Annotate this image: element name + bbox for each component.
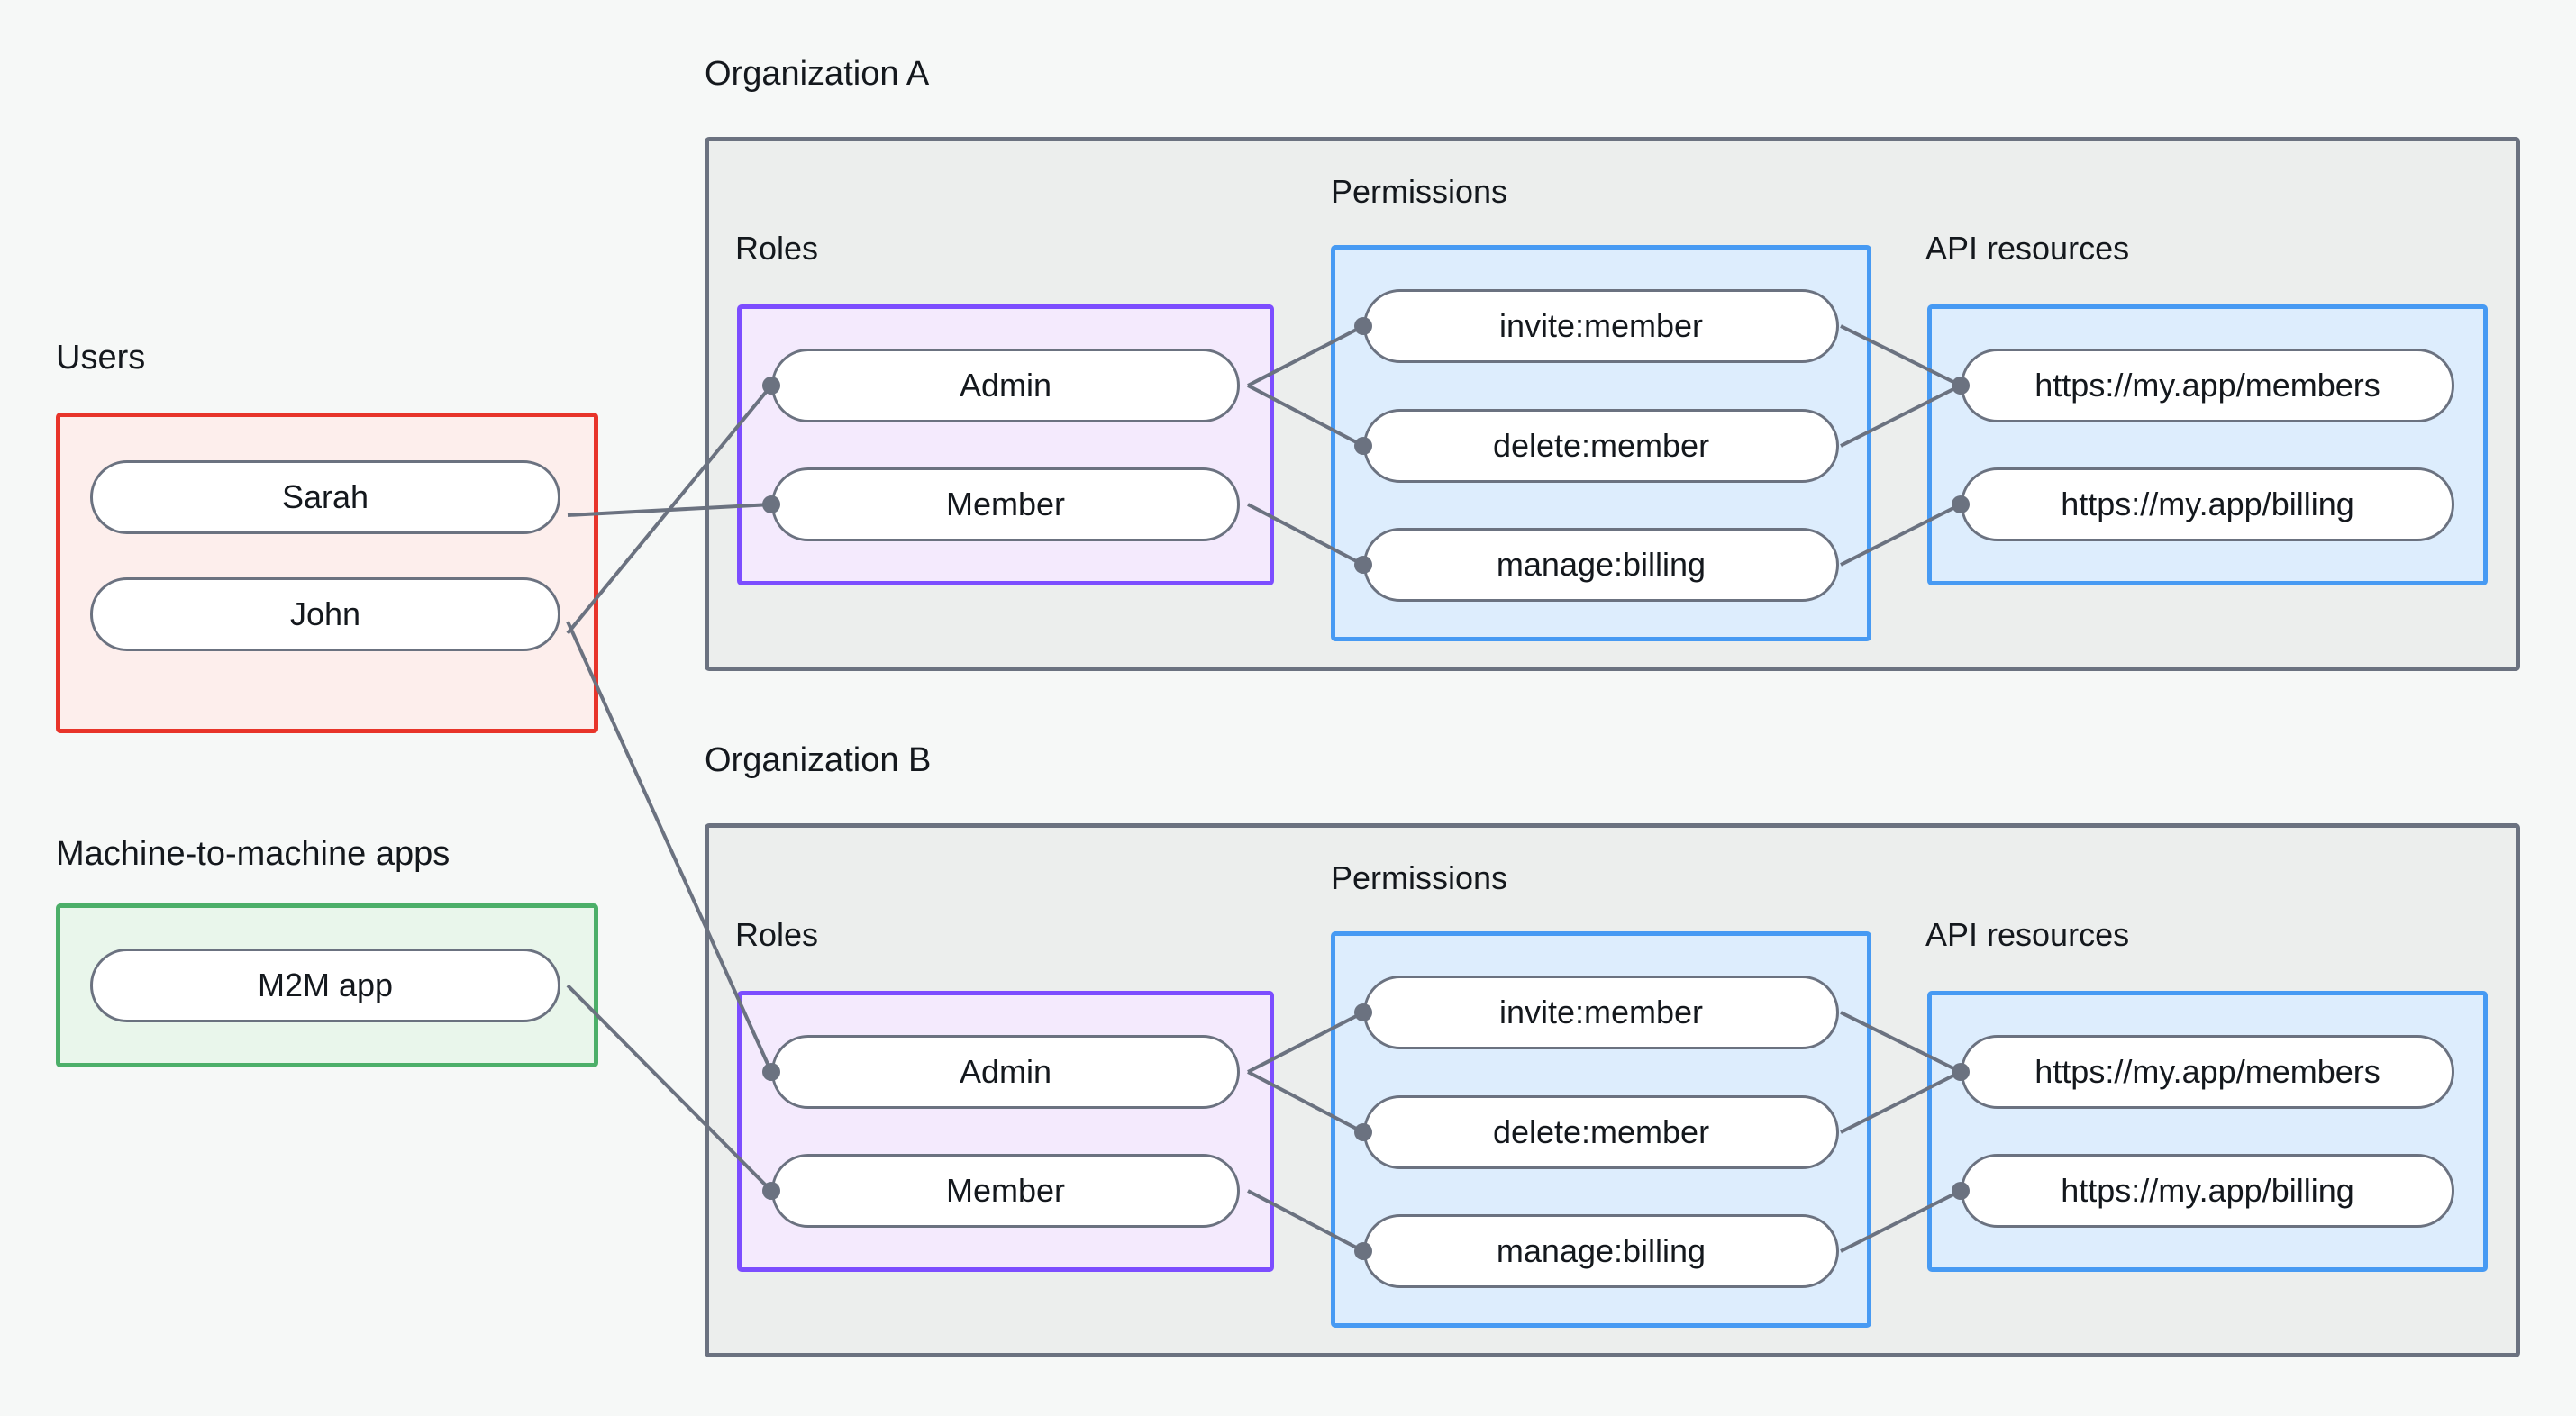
- org-a-role-pill-admin[interactable]: Admin: [771, 349, 1240, 422]
- anchor-dot: [1354, 556, 1372, 574]
- org-b-api-pill-billing[interactable]: https://my.app/billing: [1961, 1154, 2454, 1228]
- org-b-api-resources-label: API resources: [1925, 916, 2130, 953]
- org-a-role-pill-member[interactable]: Member: [771, 467, 1240, 541]
- anchor-dot: [762, 377, 780, 395]
- org-a-roles-label: Roles: [735, 230, 819, 267]
- org-b-role-pill-admin[interactable]: Admin: [771, 1035, 1240, 1109]
- m2m-group-label: Machine-to-machine apps: [56, 835, 451, 873]
- org-b-roles-box: [737, 991, 1274, 1272]
- anchor-dot: [1354, 1123, 1372, 1141]
- org-a-api-resources-box: [1927, 304, 2488, 585]
- user-pill-john[interactable]: John: [90, 577, 560, 651]
- anchor-dot: [1354, 1003, 1372, 1021]
- anchor-dot: [762, 1182, 780, 1200]
- org-b-roles-label: Roles: [735, 916, 819, 953]
- anchor-dot: [762, 495, 780, 513]
- org-b-label: Organization B: [705, 741, 932, 779]
- org-a-permission-pill-delete-member[interactable]: delete:member: [1363, 409, 1839, 483]
- org-a-roles-box: [737, 304, 1274, 585]
- org-a-api-resources-label: API resources: [1925, 230, 2130, 267]
- anchor-dot: [762, 1063, 780, 1081]
- org-b-api-pill-members[interactable]: https://my.app/members: [1961, 1035, 2454, 1109]
- org-a-api-pill-members[interactable]: https://my.app/members: [1961, 349, 2454, 422]
- org-a-permission-pill-manage-billing[interactable]: manage:billing: [1363, 528, 1839, 602]
- org-b-role-pill-member[interactable]: Member: [771, 1154, 1240, 1228]
- org-a-permission-pill-invite-member[interactable]: invite:member: [1363, 289, 1839, 363]
- org-a-permissions-label: Permissions: [1331, 173, 1508, 210]
- org-a-api-pill-billing[interactable]: https://my.app/billing: [1961, 467, 2454, 541]
- org-b-permission-pill-manage-billing[interactable]: manage:billing: [1363, 1214, 1839, 1288]
- anchor-dot: [1354, 1242, 1372, 1260]
- org-a-label: Organization A: [705, 55, 930, 93]
- anchor-dot: [1354, 317, 1372, 335]
- anchor-dot: [1952, 377, 1970, 395]
- org-b-api-resources-box: [1927, 991, 2488, 1272]
- anchor-dot: [1354, 437, 1372, 455]
- m2m-pill-app[interactable]: M2M app: [90, 949, 560, 1022]
- anchor-dot: [1952, 495, 1970, 513]
- org-b-permissions-label: Permissions: [1331, 859, 1508, 896]
- users-group-label: Users: [56, 339, 146, 377]
- user-pill-sarah[interactable]: Sarah: [90, 460, 560, 534]
- org-b-permission-pill-delete-member[interactable]: delete:member: [1363, 1095, 1839, 1169]
- anchor-dot: [1952, 1182, 1970, 1200]
- org-b-permission-pill-invite-member[interactable]: invite:member: [1363, 976, 1839, 1049]
- anchor-dot: [1952, 1063, 1970, 1081]
